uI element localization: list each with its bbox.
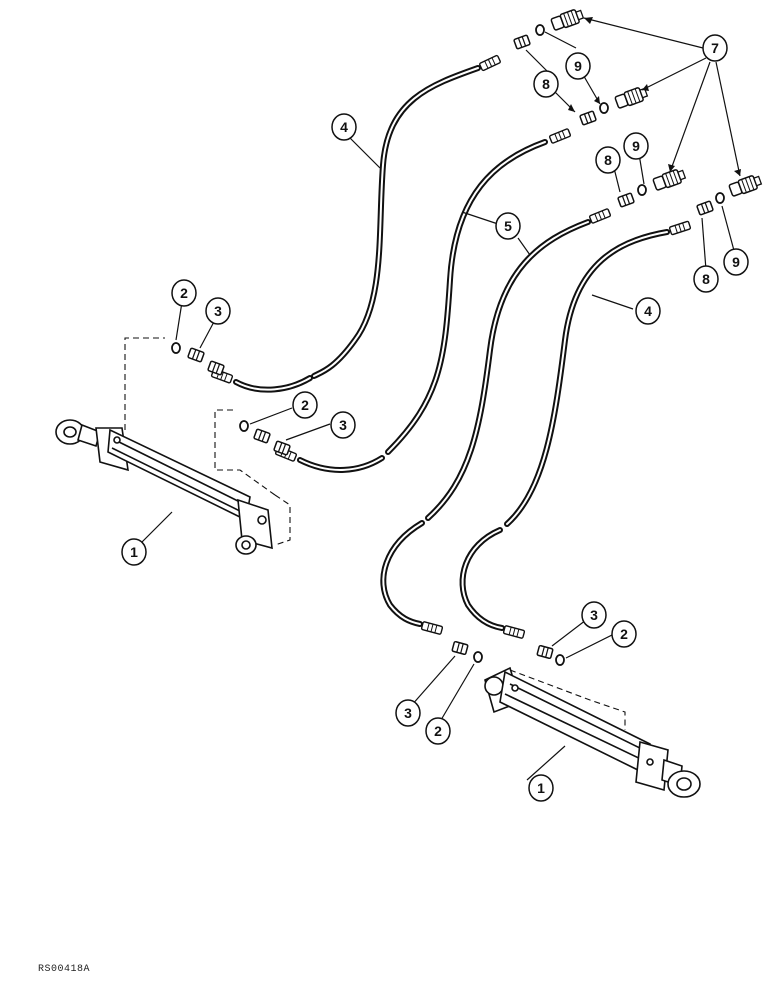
adapter-right-b: [536, 644, 554, 660]
leader-dashes-right: [509, 669, 626, 730]
leader-lines: [137, 17, 741, 781]
o-ring-left-lower: [239, 420, 249, 432]
adapter-top-1: [512, 34, 532, 50]
callout-7-text: 7: [711, 40, 719, 56]
cylinder-left: [55, 419, 273, 555]
callout-9b: 9: [623, 132, 649, 160]
adapter-right-a: [451, 640, 469, 656]
callout-1a: 1: [121, 538, 147, 566]
o-ring-top-1: [535, 24, 545, 36]
quick-coupler-1: [549, 6, 586, 33]
callout-4b-text: 4: [644, 303, 652, 319]
cylinder-right: [484, 666, 701, 798]
callout-2b-text: 2: [301, 397, 309, 413]
callout-8a-text: 8: [542, 76, 550, 92]
callout-2a: 2: [171, 279, 197, 307]
callout-9a-text: 9: [574, 58, 582, 74]
callout-1b-text: 1: [537, 780, 545, 796]
callout-3d: 3: [395, 699, 421, 727]
hose-nut-left-upper: [206, 360, 226, 376]
callout-8b-text: 8: [604, 152, 612, 168]
adapter-top-4: [695, 200, 715, 216]
quick-coupler-4: [727, 172, 764, 199]
callout-3b-text: 3: [339, 417, 347, 433]
o-ring-left-upper: [171, 342, 181, 354]
quick-coupler-3: [651, 166, 688, 193]
callouts: 7 8 9 8 9 8 9 4 5 4 2 3 2 3 1 3 2 3 2 1: [121, 34, 749, 802]
hose-4-upper: [210, 54, 502, 393]
callout-9c: 9: [723, 248, 749, 276]
callout-2d-text: 2: [434, 723, 442, 739]
callout-2c: 2: [611, 620, 637, 648]
callout-9a: 9: [565, 52, 591, 80]
callout-4a-text: 4: [340, 119, 348, 135]
adapter-left-upper: [186, 347, 206, 363]
adapter-left-lower: [252, 428, 272, 444]
figure-code: RS00418A: [38, 964, 91, 975]
o-ring-right-a: [473, 651, 483, 663]
callout-9b-text: 9: [632, 138, 640, 154]
callout-1b: 1: [528, 774, 554, 802]
callout-2b: 2: [292, 391, 318, 419]
callout-5a: 5: [495, 212, 521, 240]
o-ring-top-2: [599, 102, 609, 114]
callout-8b: 8: [595, 146, 621, 174]
leader-dashes-left: [124, 337, 291, 546]
callout-8a: 8: [533, 70, 559, 98]
hose-4-lower: [459, 220, 692, 640]
callout-8c-text: 8: [702, 271, 710, 287]
callout-3a: 3: [205, 297, 231, 325]
hose-5-upper: [274, 127, 572, 473]
callout-4b: 4: [635, 297, 661, 325]
callout-3a-text: 3: [214, 303, 222, 319]
callout-8c: 8: [693, 265, 719, 293]
callout-2d: 2: [425, 717, 451, 745]
callout-7: 7: [702, 34, 728, 62]
hoses: [210, 54, 692, 640]
callout-3b: 3: [330, 411, 356, 439]
callout-3c: 3: [581, 601, 607, 629]
callout-4a: 4: [331, 113, 357, 141]
callout-5a-text: 5: [504, 218, 512, 234]
callout-2a-text: 2: [180, 285, 188, 301]
callout-3d-text: 3: [404, 705, 412, 721]
callout-1a-text: 1: [130, 544, 138, 560]
o-ring-top-4: [715, 192, 725, 204]
o-ring-top-3: [637, 184, 647, 196]
callout-9c-text: 9: [732, 254, 740, 270]
callout-3c-text: 3: [590, 607, 598, 623]
adapter-top-3: [616, 192, 636, 208]
callout-2c-text: 2: [620, 626, 628, 642]
o-ring-right-b: [555, 654, 565, 666]
adapter-top-2: [578, 110, 598, 126]
arrowheads: [568, 17, 741, 176]
hose-5-lower: [380, 207, 612, 636]
